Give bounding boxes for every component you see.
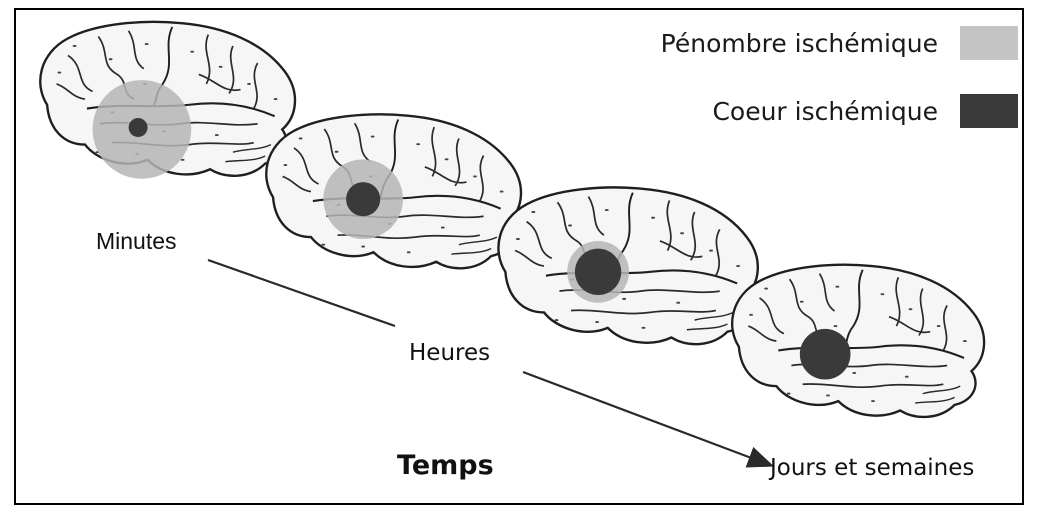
arrow-segment-heures-jours <box>523 372 770 465</box>
label-minutes: Minutes <box>96 228 177 255</box>
label-heures: Heures <box>409 340 490 366</box>
arrow-segment-minutes-heures <box>208 260 395 326</box>
label-temps: Temps <box>397 450 494 481</box>
label-jours-semaines: Jours et semaines <box>770 455 974 481</box>
